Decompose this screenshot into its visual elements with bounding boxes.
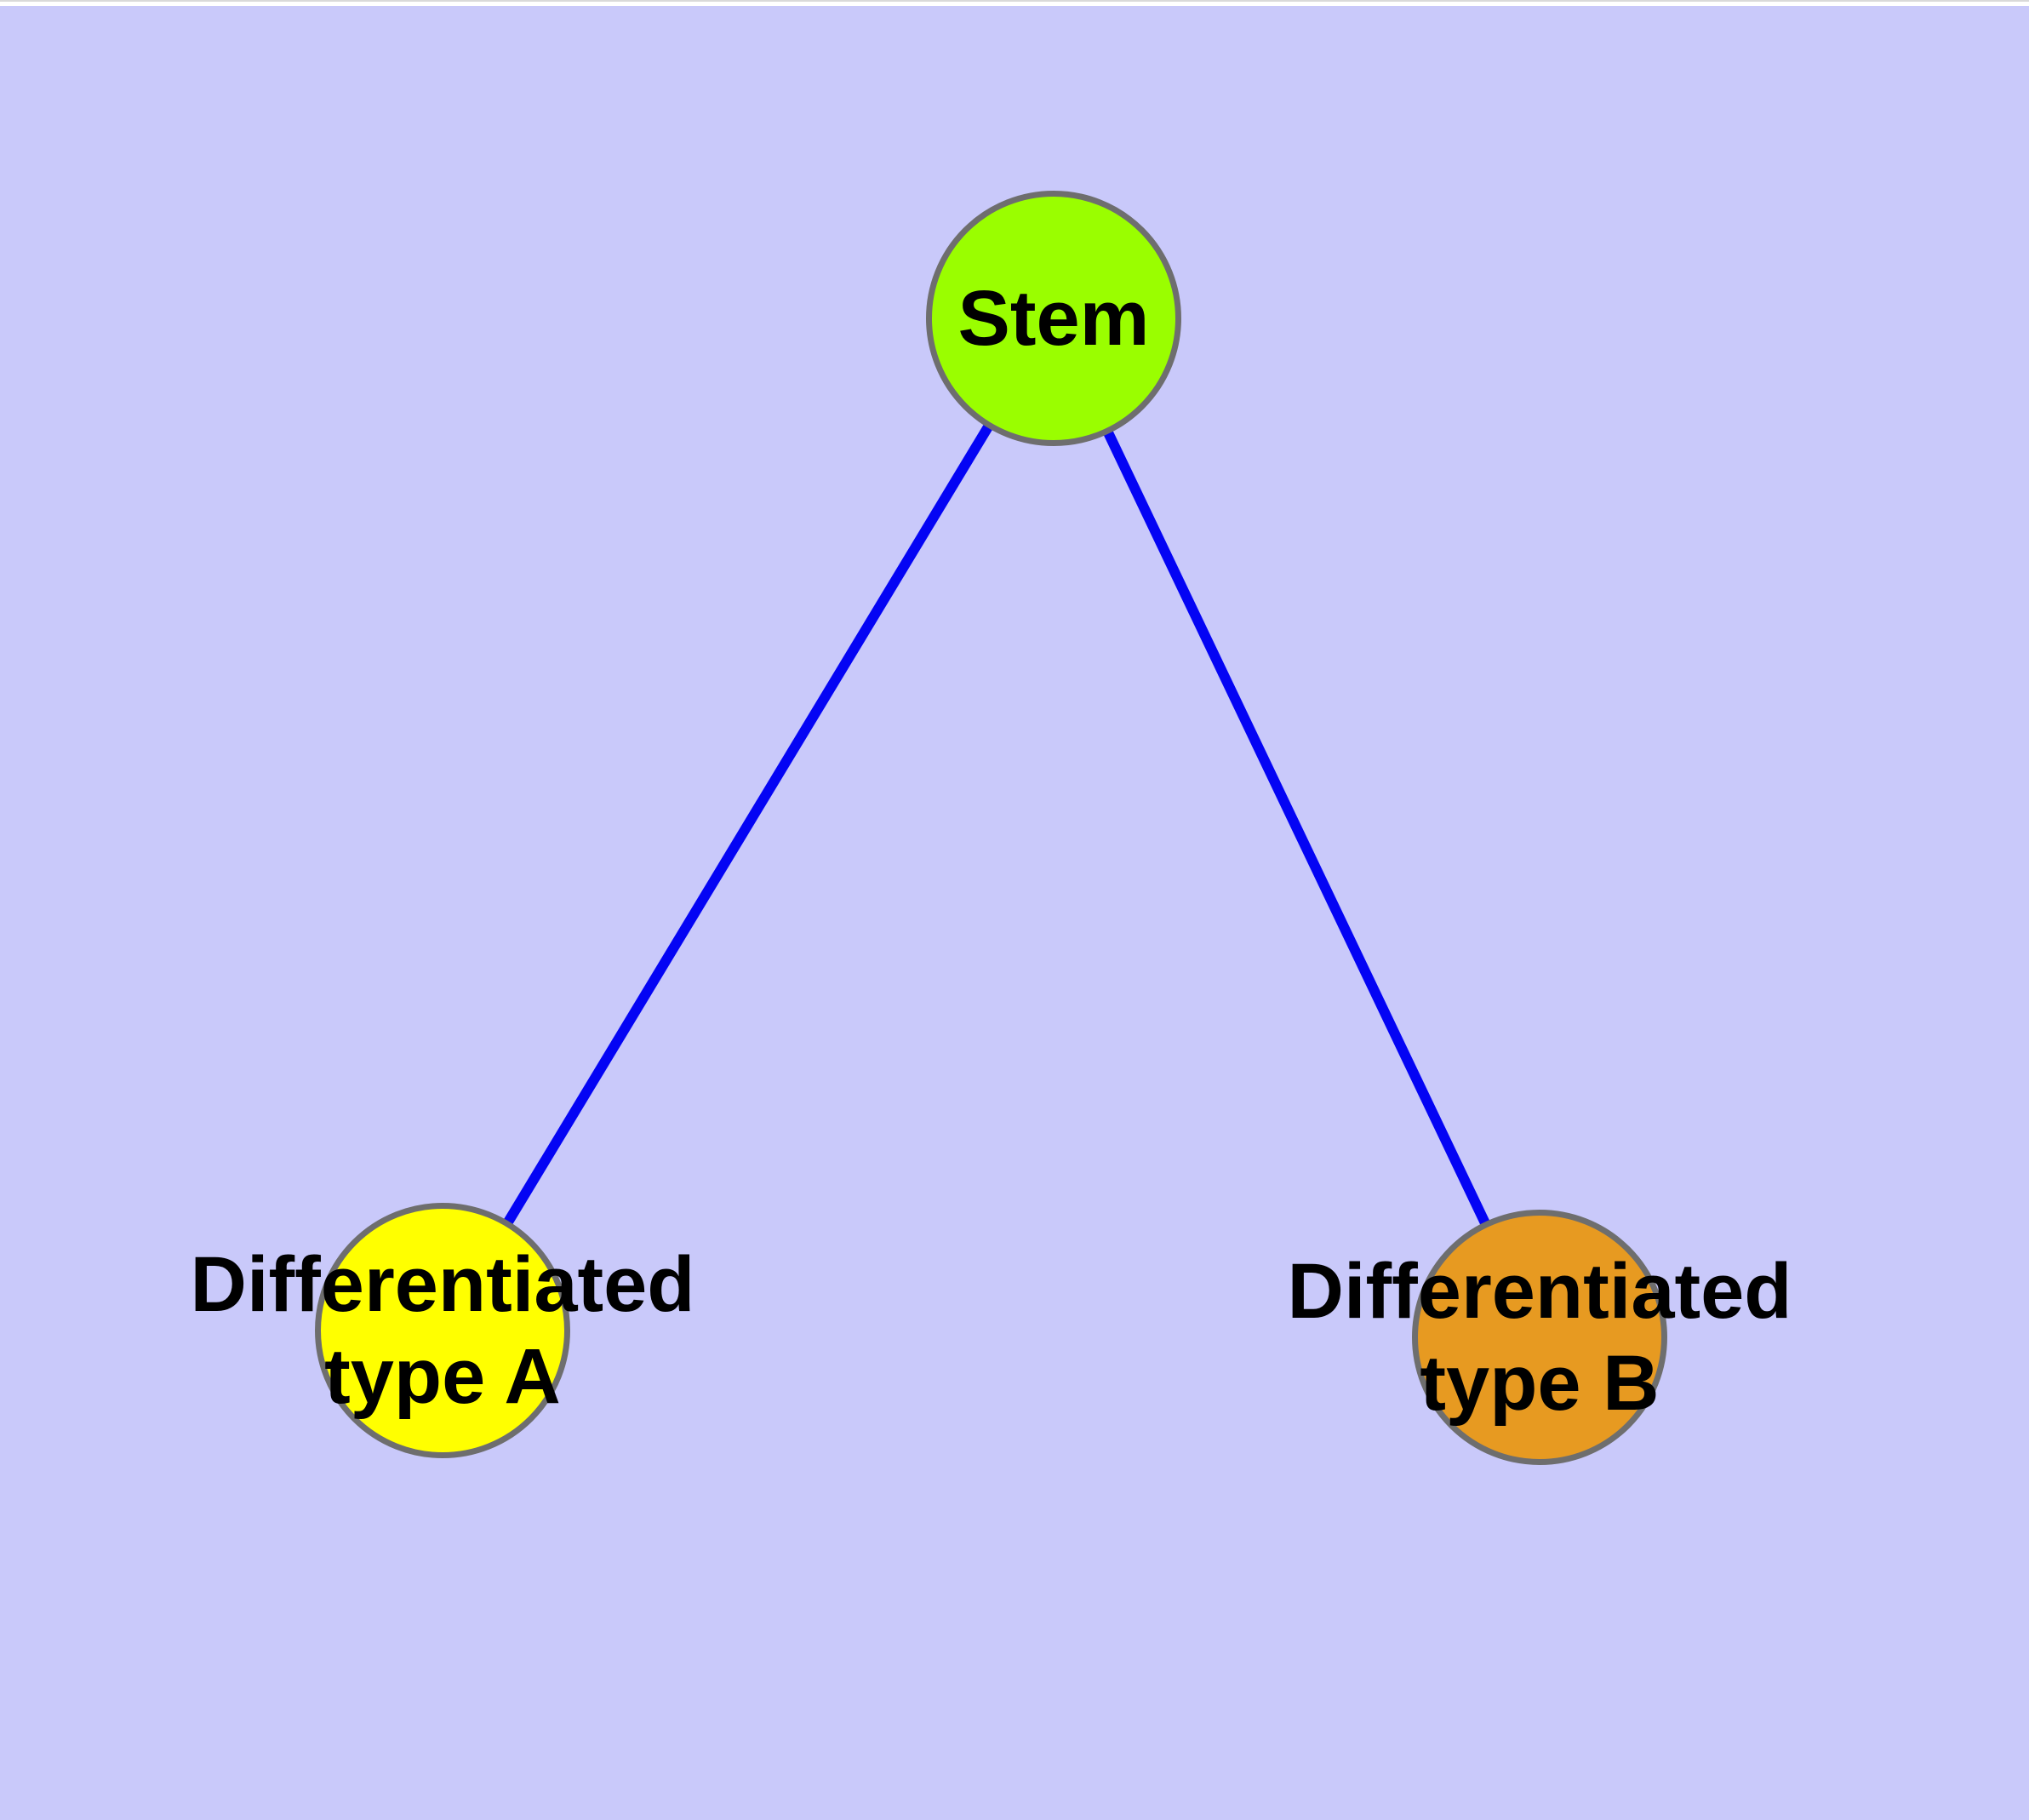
node-stem[interactable] bbox=[926, 191, 1181, 446]
node-differentiated-type-b[interactable] bbox=[1412, 1210, 1667, 1465]
window-top-edge bbox=[0, 0, 2029, 6]
node-differentiated-type-a[interactable] bbox=[315, 1203, 570, 1458]
edge-stem-to-type-b[interactable] bbox=[1049, 316, 1545, 1340]
edge-stem-to-type-a[interactable] bbox=[437, 315, 1059, 1334]
